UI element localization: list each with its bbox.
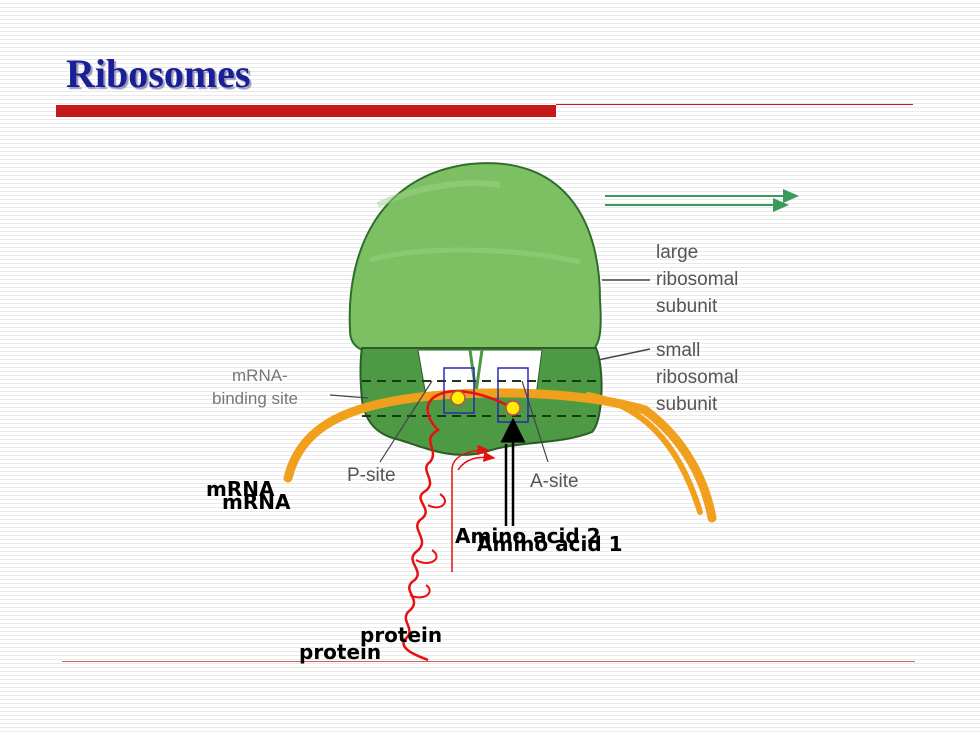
small-subunit-label-1: small: [656, 340, 700, 361]
binding-site-label-1: mRNA-: [232, 366, 288, 385]
mrna-label-2: mRNA: [222, 490, 291, 514]
p-site-box: [443, 367, 475, 414]
amino-acid-2-dot: [505, 400, 521, 416]
title-underline-thin: [556, 104, 913, 105]
small-subunit-label-3: subunit: [656, 394, 718, 415]
amino-acid-1-label: Amino acid 1: [477, 532, 623, 556]
footer-rule: [62, 661, 915, 662]
large-subunit-label-1: large: [656, 242, 698, 263]
amino-acid-1-dot: [450, 390, 466, 406]
p-site-label: P-site: [347, 465, 396, 486]
slide-title: Ribosomes: [66, 51, 251, 96]
a-site-label: A-site: [530, 471, 579, 492]
protein-label-1: protein: [360, 623, 442, 647]
mrna-label-1: mRNA: [206, 477, 275, 501]
large-subunit-label-2: ribosomal: [656, 269, 738, 290]
large-subunit-label-3: subunit: [656, 296, 718, 317]
protein-chain: [402, 389, 514, 662]
small-subunit-label-2: ribosomal: [656, 367, 738, 388]
protein-label-2: protein: [299, 640, 381, 664]
binding-site-label-2: binding site: [212, 389, 298, 408]
amino-acid-2-label: Amino acid 2: [455, 524, 601, 548]
small-subunit-shape: [359, 347, 603, 456]
title-underline-thick: [56, 105, 556, 117]
mrna-strand: [283, 388, 717, 523]
